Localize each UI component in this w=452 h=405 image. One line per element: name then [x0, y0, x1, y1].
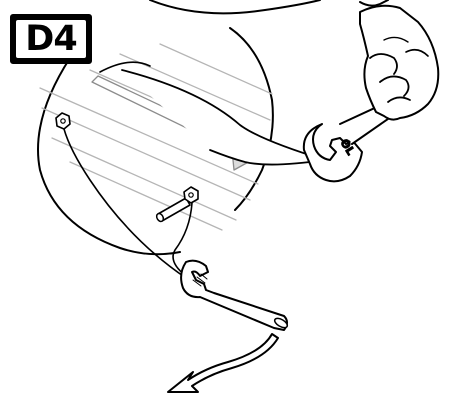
curved-arrow-icon	[168, 334, 278, 392]
callout-pointer	[122, 70, 325, 165]
hand-icon	[360, 0, 438, 120]
step-badge: D4	[10, 14, 92, 64]
hex-nut-icon	[56, 113, 70, 129]
step-badge-inner: D4	[16, 20, 86, 58]
step-label: D4	[25, 22, 76, 57]
previous-detail-circle	[150, 0, 320, 13]
open-end-wrench-icon	[181, 261, 289, 330]
